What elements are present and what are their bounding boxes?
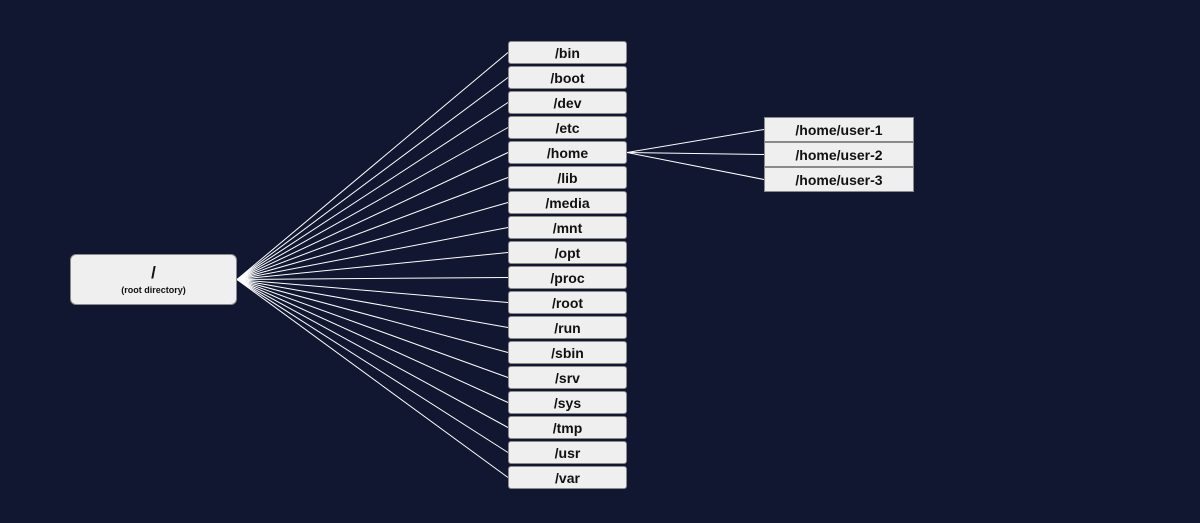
connector-home-to-user-2 (626, 152, 765, 155)
home-subdirectory-node-1: /home/user-1 (764, 117, 914, 142)
directory-node-boot: /boot (508, 66, 627, 89)
connector-root-to-sbin (236, 279, 509, 353)
home-subdirectories: /home/user-1/home/user-2/home/user-3 (764, 117, 914, 192)
directory-node-tmp: /tmp (508, 416, 627, 439)
directory-node-bin: /bin (508, 41, 627, 64)
connector-home-to-user-3 (626, 152, 765, 180)
connector-root-to-srv (236, 279, 509, 378)
directory-node-sys: /sys (508, 391, 627, 414)
directory-node-usr: /usr (508, 441, 627, 464)
connector-root-to-proc (236, 277, 509, 280)
connector-home-to-user-1 (626, 129, 765, 153)
root-directory-subtitle: (root directory) (121, 285, 186, 295)
connector-root-to-var (236, 279, 509, 478)
root-directory-title: / (151, 263, 156, 282)
connector-root-to-mnt (236, 227, 509, 280)
directory-node-lib: /lib (508, 166, 627, 189)
directory-node-etc: /etc (508, 116, 627, 139)
connector-root-to-usr (236, 279, 509, 453)
directory-node-srv: /srv (508, 366, 627, 389)
directory-node-run: /run (508, 316, 627, 339)
connector-root-to-root (236, 279, 509, 303)
directory-node-var: /var (508, 466, 627, 489)
home-subdirectory-node-2: /home/user-2 (764, 142, 914, 167)
connector-root-to-tmp (236, 279, 509, 428)
connector-root-to-sys (236, 279, 509, 403)
connector-root-to-boot (236, 77, 509, 280)
directory-node-opt: /opt (508, 241, 627, 264)
directory-node-home: /home (508, 141, 627, 164)
directory-node-proc: /proc (508, 266, 627, 289)
connector-root-to-media (236, 202, 509, 280)
root-directory-node: / (root directory) (70, 254, 237, 305)
directory-node-dev: /dev (508, 91, 627, 114)
top-level-directories: /bin/boot/dev/etc/home/lib/media/mnt/opt… (508, 41, 627, 491)
directory-node-root: /root (508, 291, 627, 314)
connector-root-to-bin (236, 52, 509, 280)
connector-root-to-dev (236, 102, 509, 280)
directory-node-mnt: /mnt (508, 216, 627, 239)
connector-root-to-lib (236, 177, 509, 280)
connector-root-to-run (236, 279, 509, 328)
directory-node-media: /media (508, 191, 627, 214)
directory-node-sbin: /sbin (508, 341, 627, 364)
connector-root-to-home (236, 152, 509, 280)
home-subdirectory-node-3: /home/user-3 (764, 167, 914, 192)
connector-root-to-etc (236, 127, 509, 280)
connector-root-to-opt (236, 252, 509, 280)
